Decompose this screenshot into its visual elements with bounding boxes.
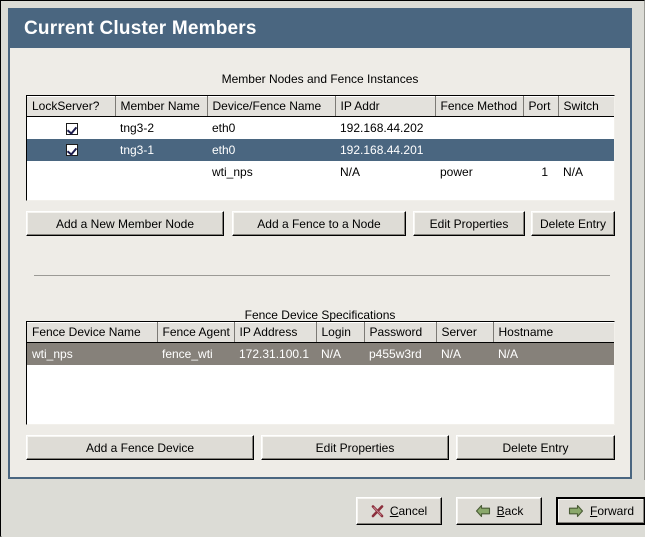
lockserver-checkbox[interactable] [65,144,78,157]
button-label: Delete Entry [539,216,607,231]
cell-fence-device-name: wti_nps [27,342,157,365]
cell-ip-addr: 192.168.44.201 [335,138,435,161]
button-label: Cancel [390,505,427,517]
button-label: Forward [590,505,634,517]
lockserver-checkbox[interactable] [65,122,78,135]
button-label: Add a Fence to a Node [257,216,381,231]
members-edit-properties-button[interactable]: Edit Properties [413,211,525,236]
cell-switch: N/A [558,160,614,183]
cell-lockserver[interactable] [27,116,115,139]
cell-switch [558,116,614,139]
col-header-ip-address[interactable]: IP Address [234,322,317,343]
button-label: Add a Fence Device [85,440,195,455]
table-header-row: LockServer? Member Name Device/Fence Nam… [27,96,614,117]
dialog-footer: Cancel Back Forward [2,480,645,537]
cell-device-fence-name: wti_nps [207,160,335,183]
cell-member-name: tng3-1 [115,138,207,161]
table-row[interactable]: tng3-2 eth0 192.168.44.202 [27,116,614,139]
col-header-fence-agent[interactable]: Fence Agent [157,322,235,343]
cell-fence-method [435,116,523,139]
table-row[interactable]: tng3-1 eth0 192.168.44.201 [27,138,614,161]
cancel-label-rest: ancel [398,504,428,518]
cell-port [523,116,558,139]
fence-devices-table-container: Fence Device Name Fence Agent IP Address… [26,321,615,425]
table-header-row: Fence Device Name Fence Agent IP Address… [27,322,614,343]
fence-section-caption: Fence Device Specifications [244,308,396,322]
fence-devices-table: Fence Device Name Fence Agent IP Address… [27,322,614,365]
back-label-rest: ack [504,504,524,518]
cell-member-name: tng3-2 [115,116,207,139]
button-label: Delete Entry [502,440,569,455]
col-header-fence-device-name[interactable]: Fence Device Name [27,322,158,343]
cell-ip-addr: 192.168.44.202 [335,116,435,139]
forward-label-rest: orward [597,504,635,518]
button-label: Add a New Member Node [55,216,195,231]
cell-ip-addr: N/A [335,160,435,183]
col-header-switch[interactable]: Switch [558,96,614,117]
cell-password: p455w3rd [364,342,436,365]
add-new-member-node-button[interactable]: Add a New Member Node [26,211,224,236]
section-divider [34,275,610,276]
col-header-ip-addr[interactable]: IP Addr [335,96,436,117]
cell-switch [558,138,614,161]
button-label: Edit Properties [429,216,509,231]
col-header-port[interactable]: Port [523,96,559,117]
col-header-member-name[interactable]: Member Name [115,96,208,117]
cancel-mnemonic: C [389,504,399,518]
page-title: Current Cluster Members [24,18,257,39]
title-bar: Current Cluster Members [10,10,630,48]
arrow-left-icon [475,504,491,518]
cancel-button[interactable]: Cancel [356,497,442,525]
members-section-caption: Member Nodes and Fence Instances [221,72,419,86]
forward-button[interactable]: Forward [556,497,645,525]
cell-member-name [115,160,207,183]
add-fence-to-node-button[interactable]: Add a Fence to a Node [232,211,406,236]
back-button[interactable]: Back [456,497,542,525]
cell-lockserver [27,160,115,183]
cancel-x-icon [371,504,384,518]
back-mnemonic: B [496,504,505,518]
arrow-right-icon [568,504,584,518]
cell-lockserver[interactable] [27,138,115,161]
col-header-device-fence-name[interactable]: Device/Fence Name [207,96,336,117]
member-nodes-table-container: LockServer? Member Name Device/Fence Nam… [26,95,615,201]
cell-fence-agent: fence_wti [157,342,234,365]
fence-delete-entry-button[interactable]: Delete Entry [456,435,615,460]
col-header-password[interactable]: Password [364,322,437,343]
fence-edit-properties-button[interactable]: Edit Properties [261,435,449,460]
table-row[interactable]: wti_nps N/A power 1 N/A [27,160,614,183]
cell-server: N/A [436,342,493,365]
col-header-login[interactable]: Login [316,322,365,343]
cell-port [523,138,558,161]
add-fence-device-button[interactable]: Add a Fence Device [26,435,254,460]
col-header-server[interactable]: Server [436,322,494,343]
members-delete-entry-button[interactable]: Delete Entry [531,211,615,236]
cell-fence-method: power [435,160,523,183]
content-panel: Current Cluster Members Member Nodes and… [8,8,632,479]
col-header-lockserver[interactable]: LockServer? [27,96,116,117]
cell-device-fence-name: eth0 [207,116,335,139]
cell-device-fence-name: eth0 [207,138,335,161]
member-nodes-table: LockServer? Member Name Device/Fence Nam… [27,96,614,183]
col-header-fence-method[interactable]: Fence Method [435,96,524,117]
col-header-hostname[interactable]: Hostname [493,322,614,343]
cell-port: 1 [523,160,558,183]
table-row[interactable]: wti_nps fence_wti 172.31.100.1 N/A p455w… [27,342,614,365]
cell-ip-address: 172.31.100.1 [234,342,316,365]
cell-fence-method [435,138,523,161]
forward-mnemonic: F [589,504,598,518]
button-label: Back [497,505,524,517]
cell-login: N/A [316,342,364,365]
button-label: Edit Properties [315,440,395,455]
cell-hostname: N/A [493,342,614,365]
